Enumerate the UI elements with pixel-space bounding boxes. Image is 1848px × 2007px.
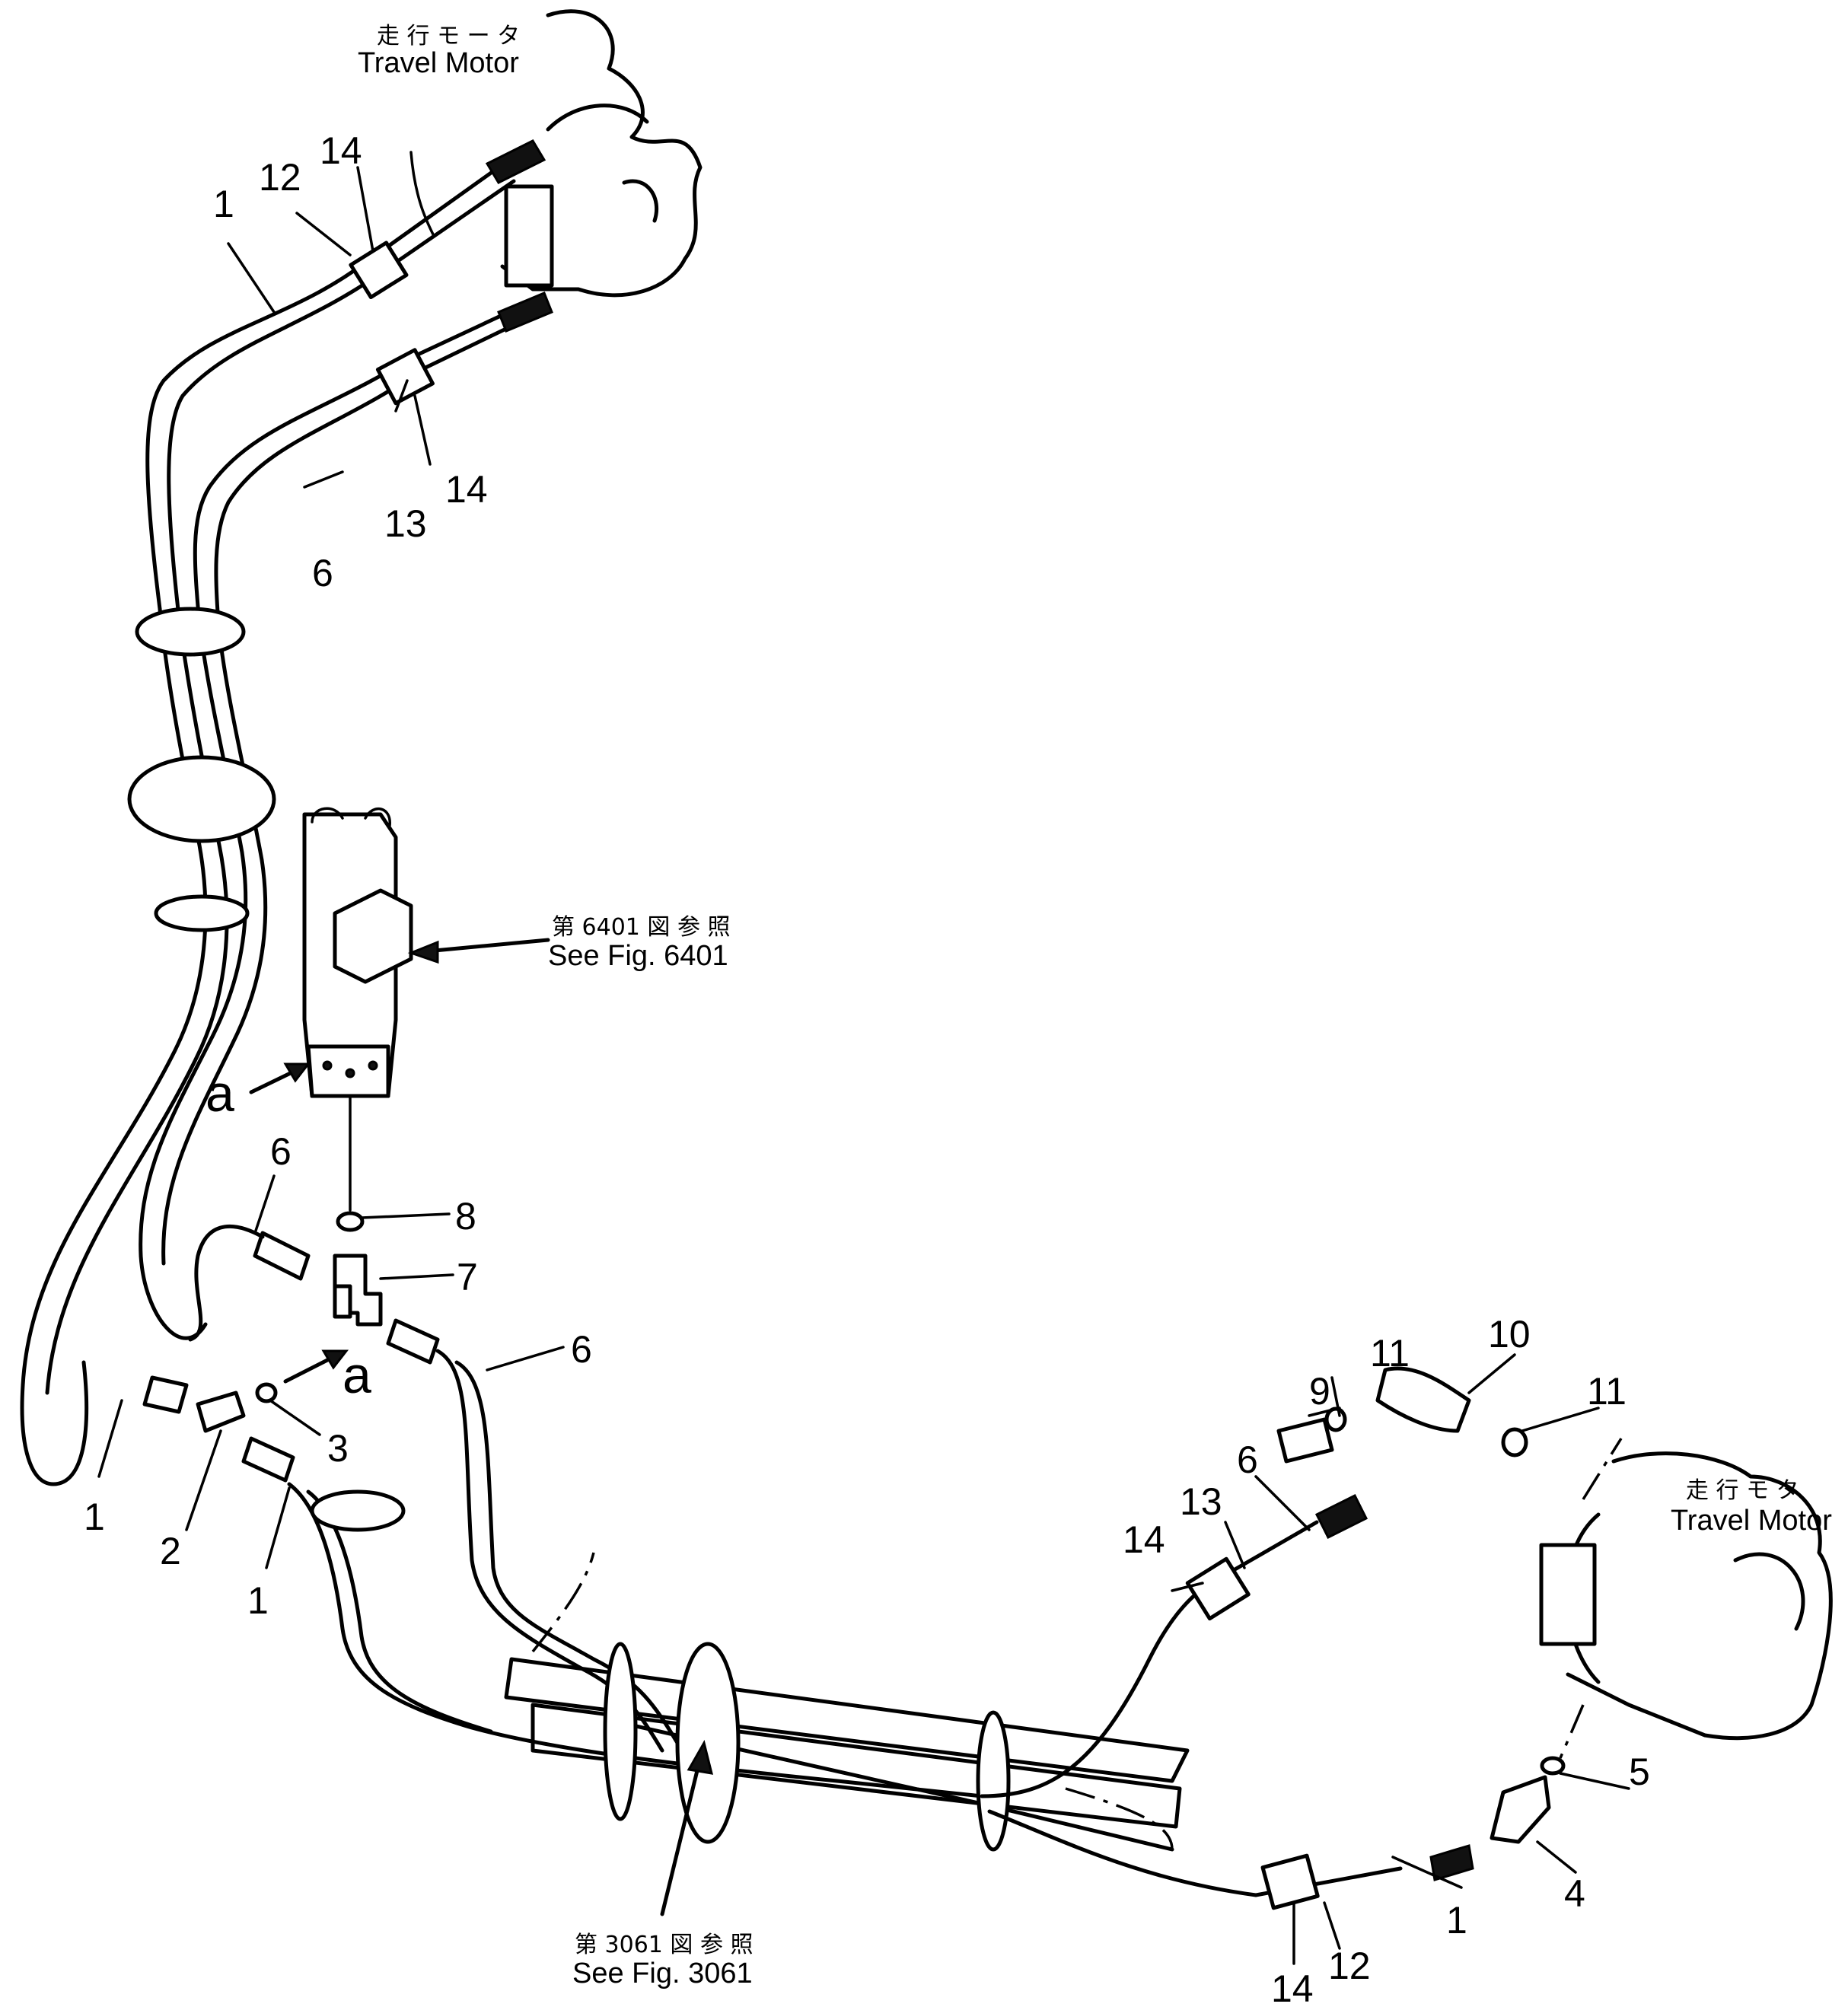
callout-10: 10: [1488, 1313, 1531, 1356]
hose-upper-pair: [145, 139, 553, 634]
callout-12-bottom: 12: [1328, 1945, 1371, 1987]
callout-6-valve: 6: [270, 1130, 292, 1173]
right-fittings: [1276, 1366, 1566, 1844]
callout-8: 8: [455, 1195, 476, 1238]
hose-end-1b: [241, 1436, 295, 1483]
callout-14-upper: 14: [445, 468, 488, 511]
motor-right-flange: [1539, 1543, 1597, 1646]
o-ring-8: [336, 1211, 365, 1232]
callout-1-left: 1: [84, 1496, 105, 1538]
callout-1-bottom: 1: [1446, 1899, 1467, 1942]
elbow-fitting-2: [196, 1391, 246, 1433]
elbow-fitting-10: [1375, 1366, 1471, 1433]
callout-2: 2: [160, 1530, 181, 1572]
control-valve: [302, 807, 413, 1212]
connector-9: [1276, 1417, 1334, 1464]
hose-clamp-13: [375, 348, 435, 406]
travel-motor-right: [1539, 1438, 1833, 1759]
fig3061-label-en: See Fig. 3061: [572, 1958, 753, 1989]
motor-top-flange: [504, 184, 554, 288]
clamp-band-6: [976, 1710, 1011, 1852]
callout-11-right: 11: [1587, 1370, 1627, 1413]
callout-5: 5: [1629, 1751, 1650, 1793]
callout-14-bottom: 14: [1271, 1967, 1314, 2007]
port-a-label-2: a: [343, 1346, 371, 1404]
hose-clamp-12b: [1260, 1853, 1320, 1910]
hose-end-6a: [253, 1231, 311, 1281]
hose-clamp-13b: [1185, 1556, 1251, 1621]
callout-6-top: 6: [312, 552, 333, 594]
motor-top-label-jp: 走 行 モ ー タ: [377, 23, 520, 49]
callout-1-mid: 1: [247, 1579, 269, 1622]
callout-6-lower: 6: [571, 1328, 592, 1371]
arrow-fig3061: [660, 1756, 703, 1916]
callout-11-left: 11: [1370, 1332, 1410, 1375]
hose-end-1a: [142, 1375, 189, 1414]
arrow-fig6401: [424, 938, 550, 954]
fig6401-label-jp: 第 6401 図 参 照: [552, 914, 731, 941]
motor-right-label-en: Travel Motor: [1671, 1505, 1832, 1537]
callout-13-top: 13: [384, 502, 427, 545]
o-ring-11b: [1501, 1427, 1528, 1457]
callout-3: 3: [327, 1427, 349, 1470]
callout-4: 4: [1564, 1872, 1585, 1915]
fig3061-label-jp: 第 3061 図 参 照: [575, 1932, 754, 1958]
elbow-fitting-4: [1490, 1775, 1551, 1844]
callout-1-top: 1: [213, 183, 234, 225]
fig6401-label-en: See Fig. 6401: [548, 940, 728, 972]
clamp-band-1: [135, 607, 246, 657]
leader-lines: [97, 166, 1630, 1965]
hose-clamp-12: [349, 241, 409, 300]
callout-12-top: 12: [259, 156, 301, 199]
callout-14-top: 14: [320, 129, 362, 172]
o-ring-3: [255, 1382, 278, 1403]
callout-9: 9: [1309, 1370, 1330, 1413]
hose-end-6b: [386, 1318, 440, 1365]
o-ring-5: [1540, 1756, 1566, 1776]
motor-top-label-en: Travel Motor: [358, 47, 519, 79]
grommet-1: [127, 755, 276, 843]
travel-motor-top: [409, 9, 703, 298]
hose-bundle-vertical: [20, 607, 276, 1486]
clamp-band-4: [603, 1642, 638, 1821]
clamp-band-2: [154, 894, 250, 932]
arrow-port-a-2: [283, 1354, 337, 1384]
callout-14-right: 14: [1123, 1518, 1165, 1561]
callout-7: 7: [457, 1256, 478, 1298]
callout-6-right: 6: [1237, 1438, 1258, 1481]
center-fittings: [142, 1211, 440, 1483]
clamp-band-3: [310, 1489, 406, 1532]
motor-right-label-jp: 走 行 モ タ: [1686, 1477, 1799, 1504]
port-a-label-1: a: [206, 1065, 234, 1123]
callout-13-right: 13: [1180, 1480, 1222, 1523]
